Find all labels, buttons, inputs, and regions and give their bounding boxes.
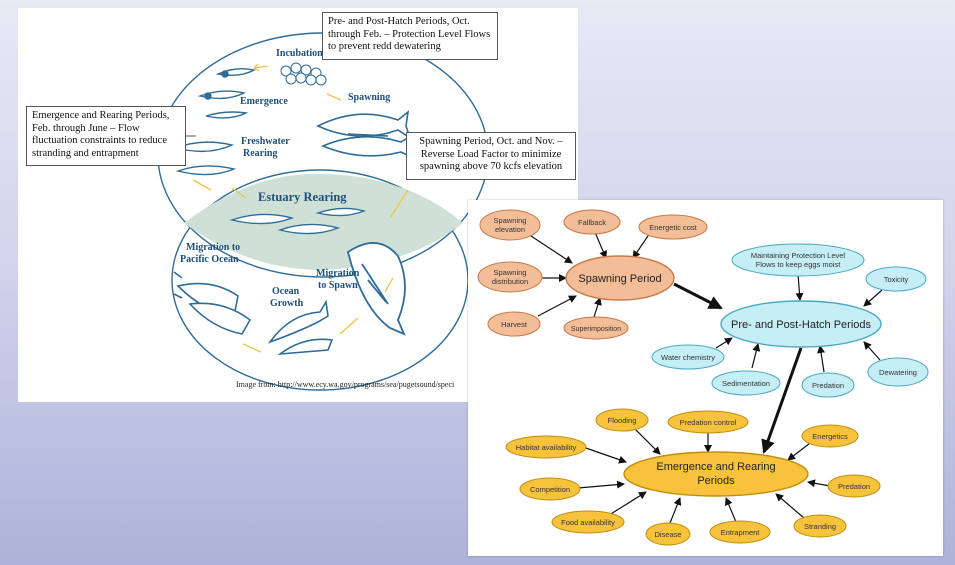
stage-emergence: Emergence <box>240 96 288 107</box>
svg-text:Periods: Periods <box>697 475 735 487</box>
spawning-cluster: Spawning elevation Fallback Energetic co… <box>477 209 708 340</box>
svg-text:Energetic cost: Energetic cost <box>649 223 697 232</box>
svg-text:elevation: elevation <box>495 225 525 234</box>
node-harvest: Harvest <box>487 311 541 337</box>
svg-text:Harvest: Harvest <box>501 320 528 329</box>
svg-text:Spawning: Spawning <box>494 216 527 225</box>
lifecycle-diagram: Incubation Emergence Freshwater Rearing … <box>157 32 489 391</box>
fry-illustration <box>173 141 237 176</box>
svg-text:Spawning Period: Spawning Period <box>578 273 661 285</box>
ocean-school-illustration <box>173 271 252 335</box>
svg-text:Stranding: Stranding <box>804 522 836 531</box>
node-disease: Disease <box>645 522 691 546</box>
node-competition: Competition <box>519 477 581 501</box>
node-predation-rearing: Predation <box>827 474 881 498</box>
stage-freshwater-line1: Freshwater <box>241 136 290 147</box>
svg-text:Maintaining Protection Level: Maintaining Protection Level <box>751 251 846 260</box>
node-toxicity: Toxicity <box>865 266 927 292</box>
node-superimposition: Superimposition <box>563 316 629 340</box>
svg-text:Disease: Disease <box>654 530 681 539</box>
svg-text:Superimposition: Superimposition <box>571 326 621 333</box>
node-energetic-cost: Energetic cost <box>638 214 708 240</box>
node-pre-post-hatch: Pre- and Post-Hatch Periods <box>720 300 882 348</box>
stage-migration-ocean-line1: Migration to <box>186 242 240 253</box>
svg-text:Sedimentation: Sedimentation <box>722 379 770 388</box>
node-flooding: Flooding <box>595 408 649 432</box>
svg-text:Pre- and Post-Hatch Periods: Pre- and Post-Hatch Periods <box>731 319 872 331</box>
hatch-cluster: Maintaining Protection Level Flows to ke… <box>651 243 929 398</box>
stage-ocean-line1: Ocean <box>272 286 300 297</box>
stage-incubation: Incubation <box>276 48 323 59</box>
hatch-edges <box>715 273 883 454</box>
node-maintaining-flows: Maintaining Protection Level Flows to ke… <box>731 243 865 277</box>
svg-text:Flows to keep eggs moist: Flows to keep eggs moist <box>756 260 842 269</box>
emergence-callout: Emergence and Rearing Periods, Feb. thro… <box>26 106 186 166</box>
node-predation-control: Predation control <box>667 410 749 434</box>
node-food-availability: Food availability <box>551 510 625 534</box>
alevin-illustration <box>197 67 256 119</box>
svg-text:Fallback: Fallback <box>578 218 606 227</box>
node-water-chemistry: Water chemistry <box>651 344 725 370</box>
svg-text:Entrapment: Entrapment <box>721 528 761 537</box>
svg-text:Water chemistry: Water chemistry <box>661 353 715 362</box>
eggs-illustration <box>280 62 327 86</box>
node-habitat-availability: Habitat availability <box>505 435 587 459</box>
svg-text:Toxicity: Toxicity <box>884 275 909 284</box>
node-fallback: Fallback <box>563 209 621 235</box>
stage-spawning: Spawning <box>348 92 390 103</box>
svg-text:Competition: Competition <box>530 485 570 494</box>
node-entrapment: Entrapment <box>709 520 771 544</box>
svg-text:Spawning: Spawning <box>494 268 527 277</box>
svg-text:Predation: Predation <box>838 482 870 491</box>
concept-map: Spawning elevation Fallback Energetic co… <box>477 209 929 546</box>
spawning-adults-illustration <box>316 110 415 160</box>
node-spawning-elevation: Spawning elevation <box>479 209 541 241</box>
node-spawning-period: Spawning Period <box>565 255 675 301</box>
node-emergence-rearing: Emergence and Rearing Periods <box>623 451 809 497</box>
cycle-arrows <box>192 63 409 353</box>
node-spawning-distribution: Spawning distribution <box>477 261 543 293</box>
svg-text:Food availability: Food availability <box>561 518 615 527</box>
node-stranding: Stranding <box>793 514 847 538</box>
image-credit: Image from: http://www.ecy.wa.gov/progra… <box>236 380 455 389</box>
spawning-callout: Spawning Period, Oct. and Nov. – Reverse… <box>406 132 576 180</box>
stage-migration-spawn-line1: Migration <box>316 268 360 279</box>
node-energetics: Energetics <box>801 424 859 448</box>
svg-text:Emergence and Rearing: Emergence and Rearing <box>656 461 775 473</box>
stage-migration-spawn-line2: to Spawn <box>318 280 358 291</box>
node-predation-hatch: Predation <box>801 372 855 398</box>
node-dewatering: Dewatering <box>867 357 929 387</box>
node-sedimentation: Sedimentation <box>711 370 781 396</box>
stage-freshwater-line2: Rearing <box>243 148 277 159</box>
spawning-edges <box>527 229 723 318</box>
stage-migration-ocean-line2: Pacific Ocean <box>180 254 239 265</box>
concept-map-panel: Spawning elevation Fallback Energetic co… <box>468 200 943 556</box>
rearing-cluster: Flooding Predation control Habitat avail… <box>505 408 881 546</box>
prehatch-callout: Pre- and Post-Hatch Periods, Oct. throug… <box>322 12 498 60</box>
estuary-overlap <box>184 173 463 270</box>
estuary-fish-illustration <box>229 207 367 235</box>
stage-ocean-line2: Growth <box>270 298 304 309</box>
svg-text:Flooding: Flooding <box>608 416 637 425</box>
svg-text:Dewatering: Dewatering <box>879 368 917 377</box>
svg-text:Habitat availability: Habitat availability <box>516 443 577 452</box>
ocean-growth-illustration <box>267 299 334 356</box>
svg-text:Predation: Predation <box>812 381 844 390</box>
migrating-adult-illustration <box>346 242 406 336</box>
stage-estuary-rearing: Estuary Rearing <box>258 190 347 204</box>
svg-text:Predation control: Predation control <box>680 418 737 427</box>
svg-text:distribution: distribution <box>492 277 528 286</box>
svg-text:Energetics: Energetics <box>812 432 848 441</box>
